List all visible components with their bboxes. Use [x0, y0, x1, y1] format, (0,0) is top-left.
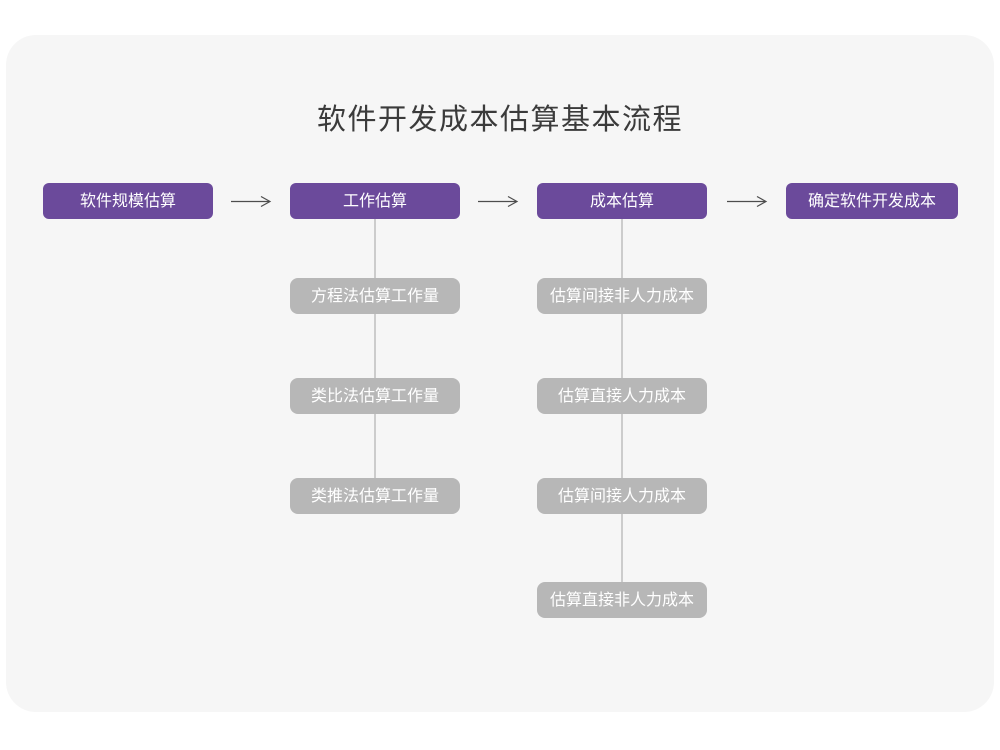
flow-node-software-scale-estimation: 软件规模估算: [43, 183, 213, 219]
arrow-right-icon: [726, 195, 768, 208]
branch-node-comparison-method: 类比法估算工作量: [290, 378, 460, 414]
branch-node-equation-method: 方程法估算工作量: [290, 278, 460, 314]
flow-node-work-estimation: 工作估算: [290, 183, 460, 219]
diagram-title: 软件开发成本估算基本流程: [316, 102, 683, 136]
branch-node-indirect-non-labor-cost: 估算间接非人力成本: [537, 278, 707, 314]
diagram-panel: [6, 35, 994, 712]
arrow-right-icon: [230, 195, 272, 208]
arrow-right-icon: [477, 195, 519, 208]
branch-node-direct-labor-cost: 估算直接人力成本: [537, 378, 707, 414]
branch-node-direct-non-labor-cost: 估算直接非人力成本: [537, 582, 707, 618]
branch-node-extrapolation-method: 类推法估算工作量: [290, 478, 460, 514]
flow-node-determine-development-cost: 确定软件开发成本: [786, 183, 958, 219]
connector-line-work: [374, 219, 376, 496]
branch-node-indirect-labor-cost: 估算间接人力成本: [537, 478, 707, 514]
flow-node-cost-estimation: 成本估算: [537, 183, 707, 219]
